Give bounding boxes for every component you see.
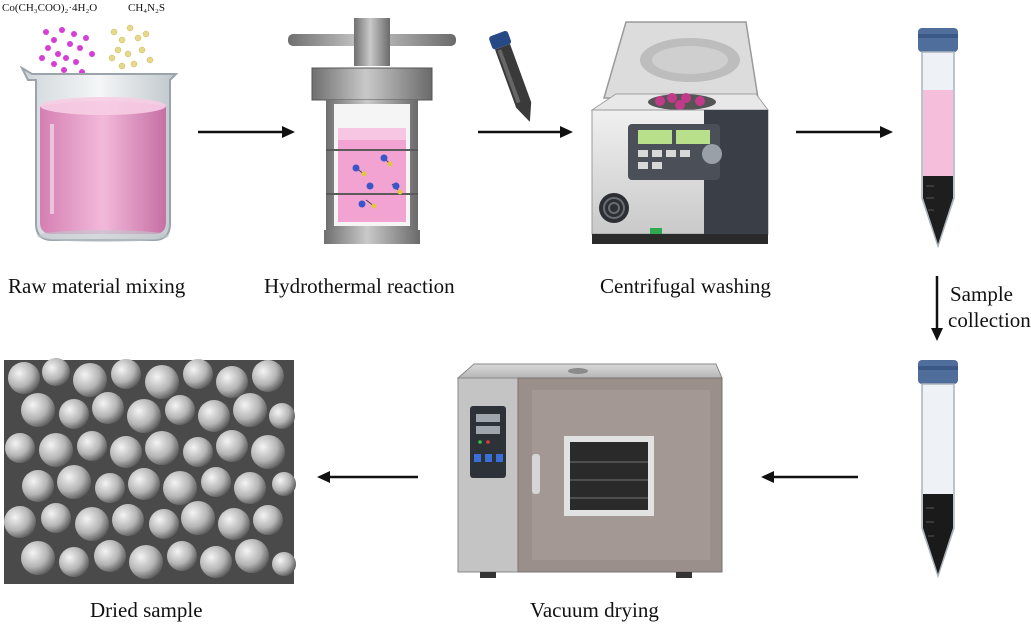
step-label-dried: Dried sample — [90, 598, 203, 622]
arrow-icon — [317, 471, 418, 483]
sample-tube-top-icon — [918, 28, 958, 249]
sample-tube-bottom-icon — [918, 360, 958, 579]
centrifuge-icon — [590, 21, 769, 244]
sem-micrograph-icon — [4, 358, 296, 584]
arrow-icon — [198, 126, 295, 138]
centrifuge-tube-icon — [489, 31, 532, 122]
step-label-raw-mixing: Raw material mixing — [8, 274, 186, 298]
reagent-cobalt-acetate: Co(CH₃COO)₂·4H₂O — [2, 2, 98, 14]
step-label-collection-line2: collection — [948, 308, 1031, 332]
arrow-icon — [478, 126, 573, 138]
step-label-vacuum: Vacuum drying — [530, 598, 659, 622]
step-label-hydrothermal: Hydrothermal reaction — [264, 274, 455, 298]
reagent-thiourea: CH₄N₂S — [128, 2, 166, 14]
vacuum-oven-icon — [456, 363, 723, 578]
step-label-collection-line1: Sample — [950, 282, 1013, 306]
beaker-icon — [19, 24, 179, 242]
autoclave-icon — [288, 18, 456, 244]
arrow-icon — [796, 126, 893, 138]
arrow-icon — [931, 276, 943, 341]
arrow-icon — [761, 471, 858, 483]
step-label-centrifugal: Centrifugal washing — [600, 274, 771, 298]
